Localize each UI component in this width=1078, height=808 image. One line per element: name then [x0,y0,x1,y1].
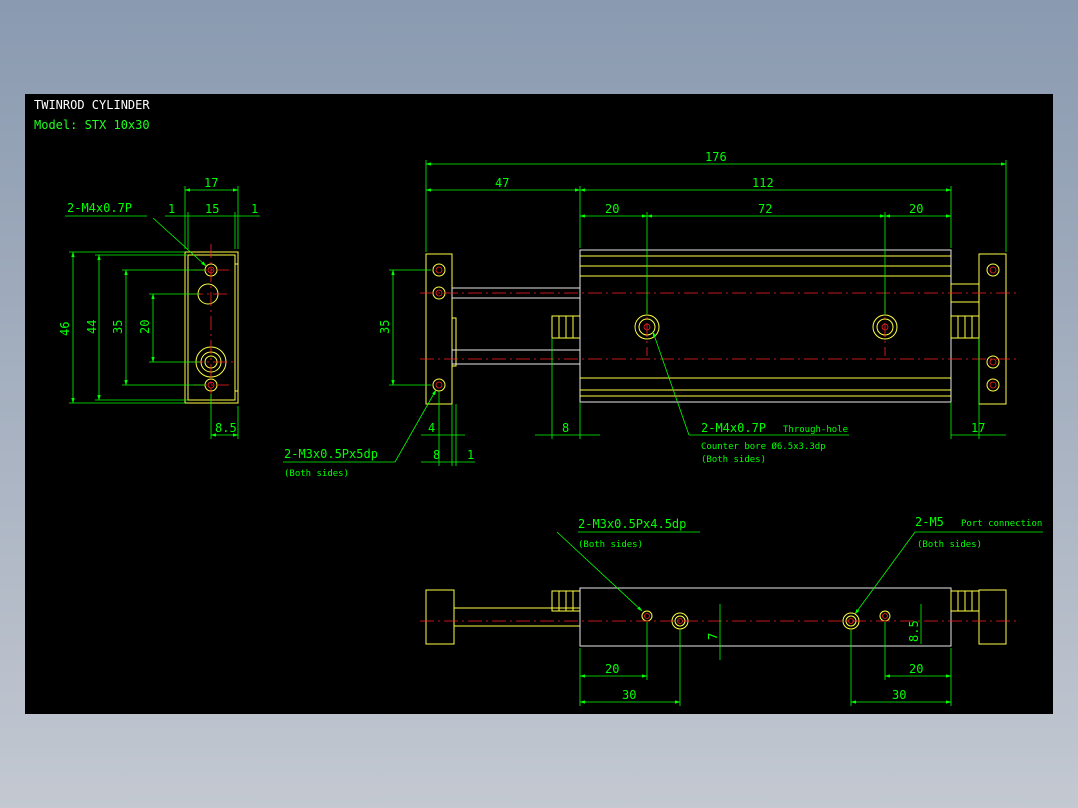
dim-bottom-port-right: 30 [892,688,906,702]
dim-plate-to-body: 47 [495,176,509,190]
through-hole-callout: 2-M4x0.7P [701,421,766,435]
counter-bore-callout: Counter bore Ø6.5x3.3dp [701,441,826,452]
mount-tap-callout: 2-M3x0.5Px5dp [284,447,378,461]
dim-overall-length: 176 [705,150,727,164]
dim-side-flange-right: 1 [251,202,258,216]
drawing-title: TWINROD CYLINDER [34,98,150,112]
front-right-plate [978,253,1007,405]
port-callout: 2-M5 [915,515,944,529]
dim-side-height: 46 [58,322,72,336]
side-tap-callout: 2-M4x0.7P [67,201,132,215]
dim-hole-offset-left: 20 [605,202,619,216]
front-through-hole-right [872,314,898,340]
bottom-tap-note: (Both sides) [578,540,643,550]
dim-nut-width: 8 [562,421,569,435]
port-note: (Both sides) [917,540,982,550]
side-view [184,244,239,409]
dim-side-flange-left: 1 [168,202,175,216]
side-view-dimensions: 17 1 15 1 46 44 35 20 [58,176,260,439]
front-through-hole-left [634,314,660,340]
dim-body-length: 112 [752,176,774,190]
front-cylinder-body [579,249,952,403]
dim-plate-hole-offset: 4 [428,421,435,435]
bottom-tap-right [879,610,891,622]
dim-hole-offset-right: 20 [909,202,923,216]
bottom-tap-left [641,610,653,622]
dim-hole-pitch: 72 [758,202,772,216]
dim-side-port-pitch: 20 [138,320,152,334]
dim-bottom-port-depth: 7 [706,633,720,640]
model-label: Model: STX 10x30 [34,118,150,132]
dim-side-offset: 8.5 [215,421,237,435]
dim-side-width: 17 [204,176,218,190]
port-suffix: Port connection [961,519,1042,529]
mount-tap-note: (Both sides) [284,469,349,479]
bottom-tap-callout: 2-M3x0.5Px4.5dp [578,517,686,531]
front-view-dimensions: 176 47 112 20 72 20 35 8 [283,150,1007,479]
bottom-left-plate [425,589,455,645]
front-view [420,249,1017,405]
bottom-cylinder-body [579,587,952,647]
dim-side-tap-pitch: 35 [111,320,125,334]
dim-side-inner-height: 44 [85,320,99,334]
bottom-right-plate [978,589,1007,645]
dim-bottom-tap-right: 20 [909,662,923,676]
dim-plate-step: 1 [467,448,474,462]
dim-bottom-port-left: 30 [622,688,636,702]
dim-bottom-tap-left: 20 [605,662,619,676]
dim-bottom-tap-depth: 8.5 [907,620,921,642]
bottom-view-dimensions: 20 30 20 30 7 8.5 2-M3x0.5Px4.5dp (Both … [556,515,1043,706]
front-guide-rod-lower [451,349,581,365]
dim-side-inner: 15 [205,202,219,216]
cad-drawing: 17 1 15 1 46 44 35 20 [58,150,1043,706]
through-hole-note: (Both sides) [701,455,766,465]
side-view-body [184,251,239,404]
dim-right-plate: 17 [971,421,985,435]
dim-plate-tap-pitch: 35 [378,320,392,334]
through-hole-suffix: Through-hole [783,425,848,435]
dim-plate-thickness: 8 [433,448,440,462]
bottom-view [420,587,1017,647]
cad-viewport[interactable]: TWINROD CYLINDER Model: STX 10x30 [25,94,1053,714]
